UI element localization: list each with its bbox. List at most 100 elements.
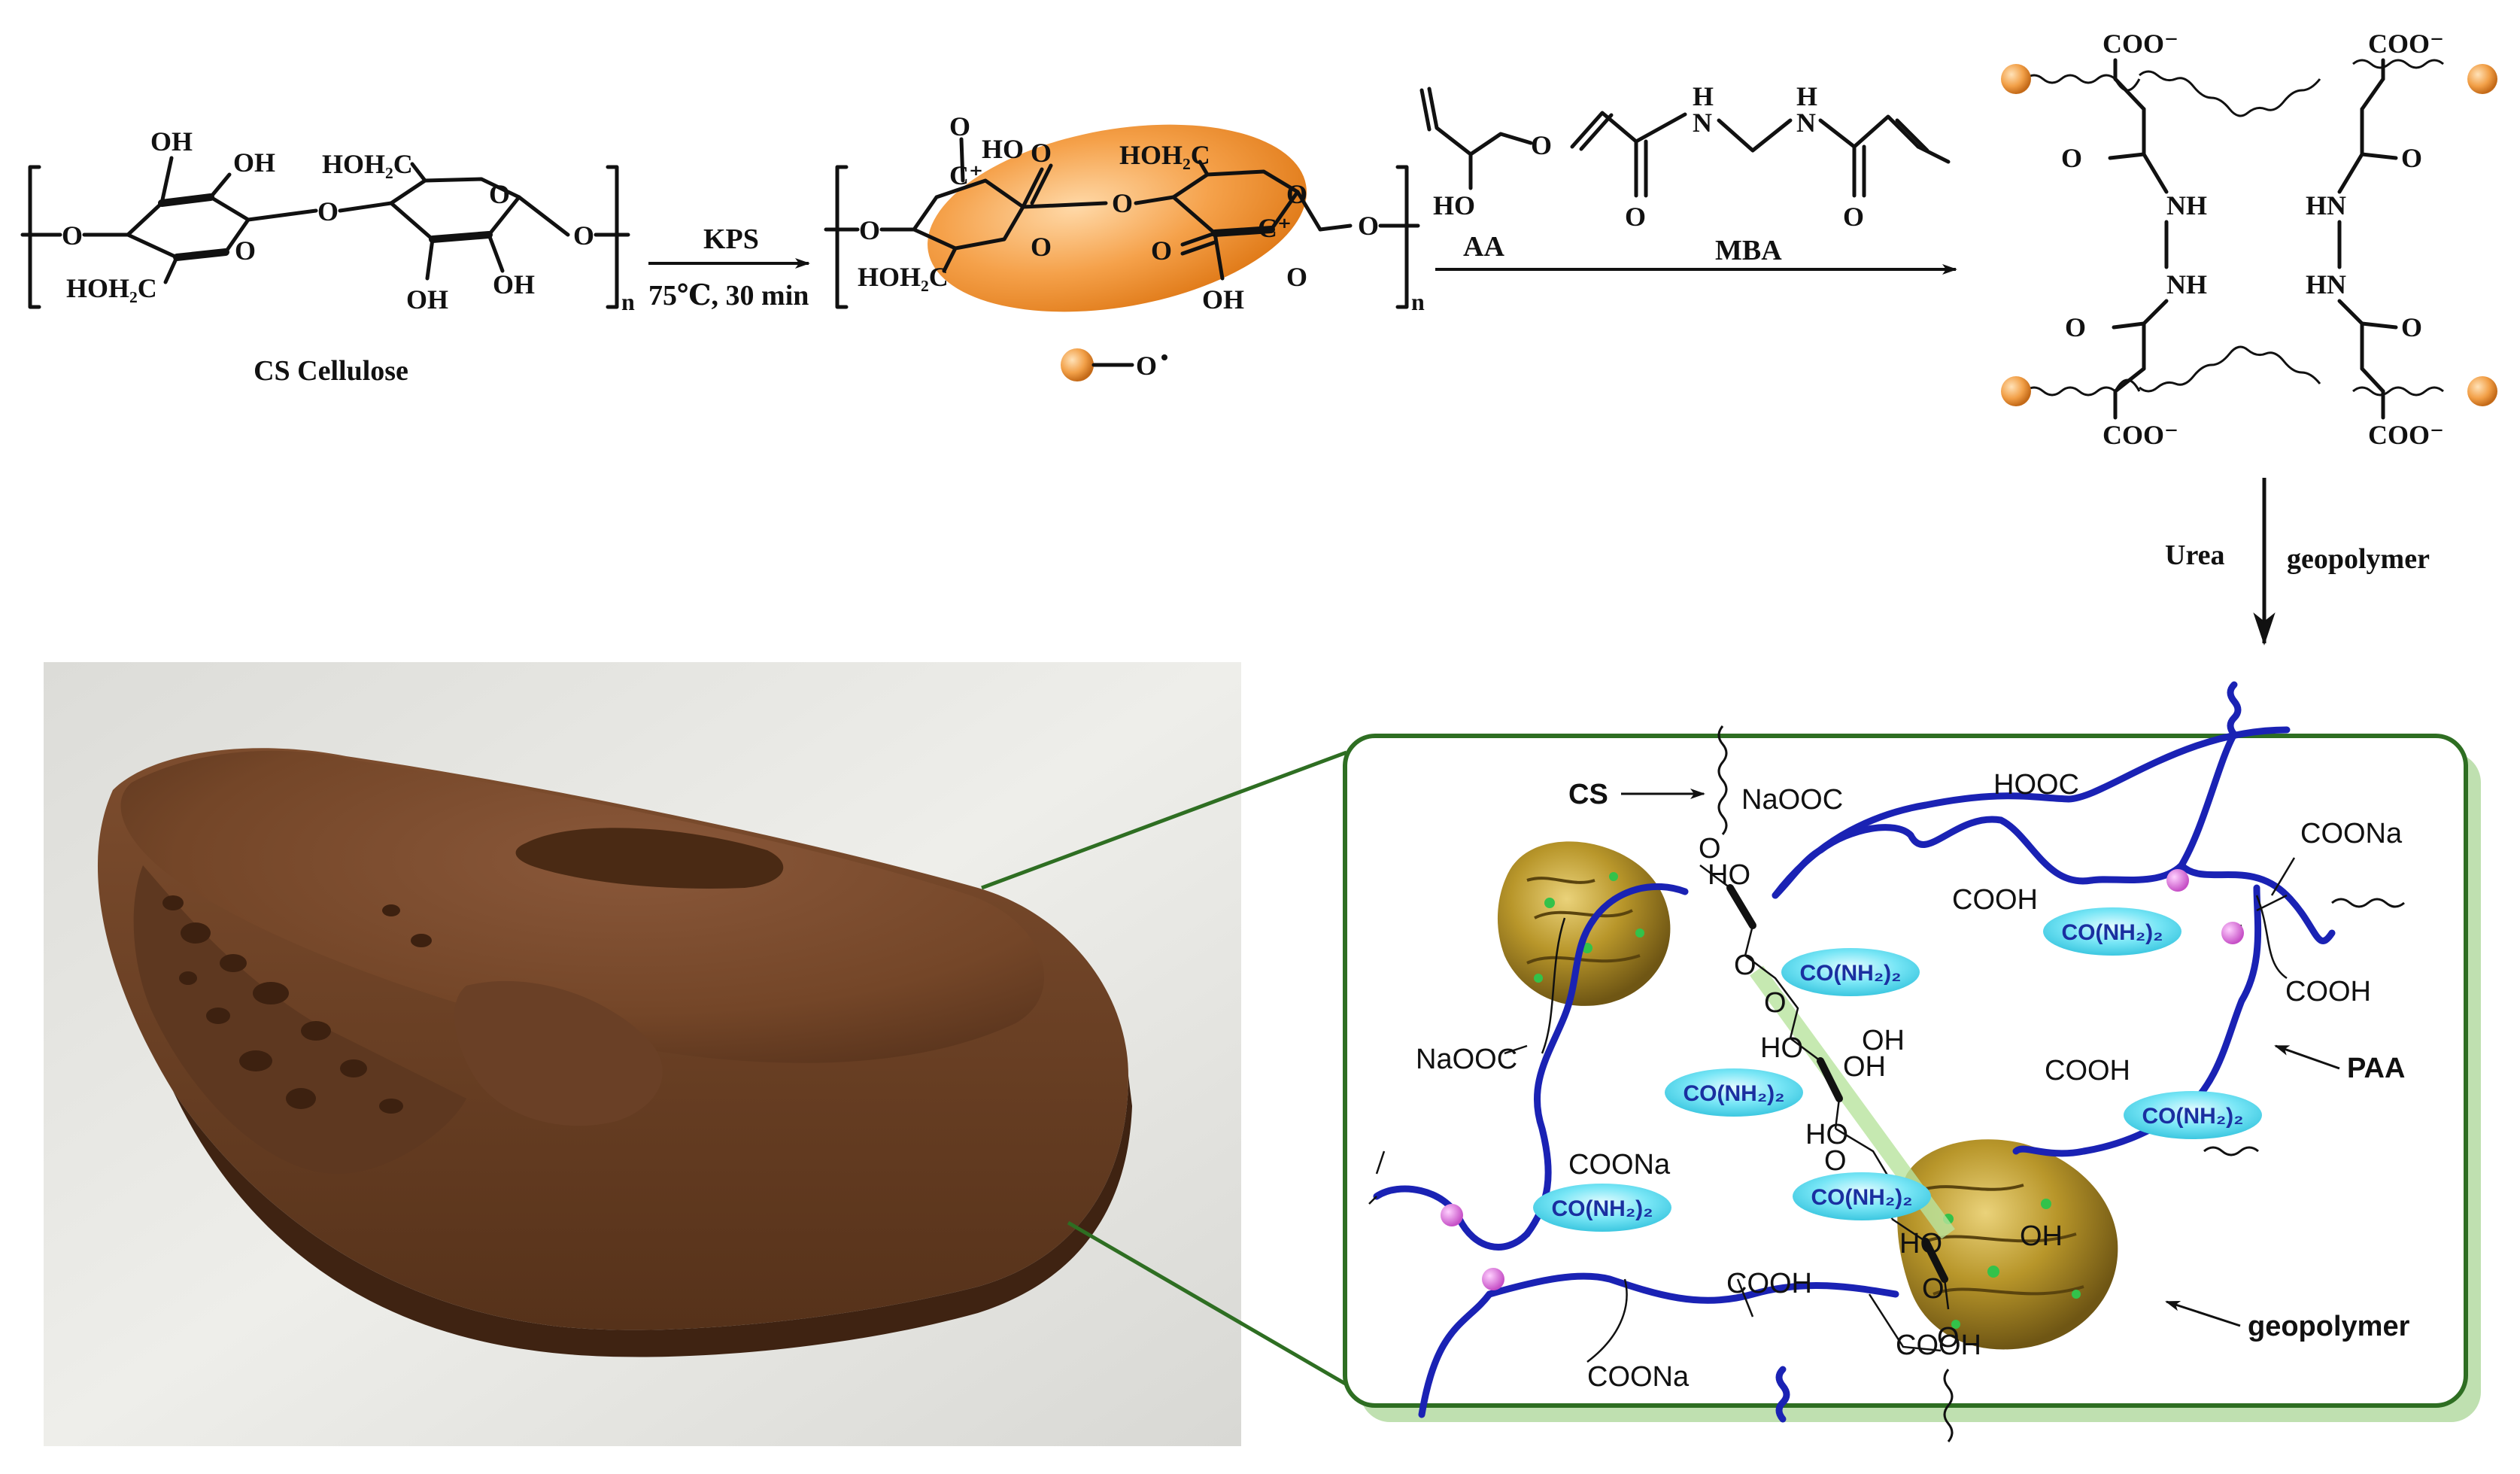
svg-text:HN: HN <box>2306 190 2346 220</box>
geopolymer-particle <box>1897 1139 2118 1350</box>
sample-top-surface <box>120 750 1045 1063</box>
svg-text:NaOOC: NaOOC <box>1416 1044 1517 1075</box>
step3-arrow: Urea geopolymer <box>2165 478 2430 646</box>
svg-text:O: O <box>1734 950 1756 981</box>
radical-legend: O <box>1136 351 1157 381</box>
svg-text:COONa: COONa <box>1568 1149 1671 1181</box>
radical-intermediate: n O O C⁺ HO O O HOH₂C O HOH₂C O O OH C⁺ … <box>824 111 1425 381</box>
radical-end-icon <box>2467 64 2497 94</box>
svg-text:COOH: COOH <box>2045 1055 2130 1087</box>
svg-text:NH: NH <box>2166 269 2207 299</box>
svg-text:O: O <box>1699 833 1721 865</box>
sample-flap <box>454 980 663 1126</box>
svg-text:O: O <box>1824 1145 1847 1177</box>
svg-text:O: O <box>1531 130 1552 160</box>
svg-text:O: O <box>1937 1322 1960 1354</box>
urea-molecule: CO(NH₂)₂ <box>2124 1091 2262 1139</box>
svg-text:COONa: COONa <box>1587 1361 1690 1393</box>
svg-text:O: O <box>317 196 339 226</box>
svg-text:HOOC: HOOC <box>1993 769 2079 801</box>
svg-text:COOH: COOH <box>2285 976 2371 1007</box>
repeat-n: n <box>621 288 635 315</box>
sample-pores <box>162 895 432 1114</box>
svg-text:O: O <box>1358 211 1379 241</box>
svg-text:H: H <box>1693 81 1714 111</box>
svg-text:HOH₂C: HOH₂C <box>1119 140 1210 170</box>
svg-text:HOH₂C: HOH₂C <box>66 273 157 303</box>
svg-text:HO: HO <box>1760 1032 1803 1064</box>
svg-text:n: n <box>1411 288 1425 315</box>
sample-photo <box>44 662 1241 1446</box>
svg-text:H: H <box>1796 81 1817 111</box>
svg-text:CO(NH₂)₂: CO(NH₂)₂ <box>1684 1081 1785 1106</box>
radical-end-icon <box>2001 376 2031 406</box>
label-geopolymer: geopolymer <box>2248 1311 2410 1342</box>
svg-text:CO(NH₂)₂: CO(NH₂)₂ <box>2142 1104 2244 1129</box>
radical-end-icon <box>2467 376 2497 406</box>
monomers: HO O O H N H N O AA MBA <box>1419 81 1951 266</box>
svg-text:OH: OH <box>233 147 275 178</box>
crosslink-node <box>1441 1204 1463 1226</box>
svg-text:O: O <box>1286 262 1307 292</box>
svg-text:O: O <box>1843 202 1864 232</box>
step1-arrow: KPS 75℃, 30 min <box>648 223 810 312</box>
svg-text:COONa: COONa <box>2300 818 2403 849</box>
svg-text:CO(NH₂)₂: CO(NH₂)₂ <box>2062 920 2163 945</box>
svg-text:CO(NH₂)₂: CO(NH₂)₂ <box>1800 961 1902 986</box>
label-cs: CS <box>1568 779 1608 810</box>
svg-text:NaOOC: NaOOC <box>1741 784 1843 816</box>
label-paa: PAA <box>2347 1053 2405 1084</box>
svg-text:O: O <box>1031 138 1052 168</box>
svg-text:O: O <box>1112 188 1133 218</box>
urea-molecule: CO(NH₂)₂ <box>1781 948 1920 996</box>
svg-text:HOH₂C: HOH₂C <box>322 149 413 179</box>
urea-molecule: CO(NH₂)₂ <box>1533 1184 1671 1232</box>
svg-text:O: O <box>2065 312 2086 342</box>
reactant-label: CS Cellulose <box>254 355 408 387</box>
crosslink-node <box>1482 1268 1504 1290</box>
paa-chains <box>1368 681 2405 1423</box>
svg-text:OH: OH <box>1843 1051 1886 1083</box>
urea-molecule: CO(NH₂)₂ <box>2043 907 2181 956</box>
step2-reagent-aa: AA <box>1463 231 1504 263</box>
crosslinked-product: COO⁻ COO⁻ COO⁻ COO⁻ O NH NH O O HN HN <box>2001 29 2497 450</box>
svg-text:COOH: COOH <box>1726 1268 1812 1299</box>
svg-text:O: O <box>1151 236 1172 266</box>
sample-crack <box>515 828 784 889</box>
zoom-connector-top <box>981 750 1347 890</box>
radical-sphere-icon <box>1061 348 1094 381</box>
svg-text:OH: OH <box>1202 284 1244 315</box>
svg-text:O: O <box>489 179 510 209</box>
svg-text:O: O <box>1922 1273 1945 1305</box>
step3-reagent-urea: Urea <box>2165 539 2225 571</box>
cellulose-structure: n O O OH OH HOH₂C O O HOH₂C OH OH O CS C… <box>20 126 635 387</box>
svg-text:O: O <box>949 111 970 141</box>
svg-text:O: O <box>1625 202 1646 232</box>
crosslink-node <box>2166 869 2189 892</box>
svg-text:O: O <box>2061 143 2082 173</box>
svg-text:O: O <box>1764 987 1787 1019</box>
svg-text:OH: OH <box>150 126 193 157</box>
svg-text:HO: HO <box>982 134 1024 164</box>
svg-text:OH: OH <box>406 284 448 315</box>
urea-molecule: CO(NH₂)₂ <box>1665 1068 1803 1117</box>
svg-text:O: O <box>573 220 594 251</box>
svg-text:HO: HO <box>1805 1119 1848 1150</box>
svg-text:O: O <box>2401 312 2422 342</box>
svg-text:C⁺: C⁺ <box>1258 213 1292 243</box>
svg-text:COO⁻: COO⁻ <box>2368 29 2444 59</box>
svg-text:HOH₂C: HOH₂C <box>858 262 949 292</box>
svg-text:HN: HN <box>2306 269 2346 299</box>
svg-text:O: O <box>1031 232 1052 262</box>
svg-text:OH: OH <box>493 269 535 299</box>
svg-text:N: N <box>1693 108 1712 138</box>
svg-text:O: O <box>235 236 256 266</box>
svg-text:HO: HO <box>1433 190 1475 220</box>
svg-text:C⁺: C⁺ <box>949 160 983 190</box>
svg-text:O: O <box>62 220 83 251</box>
radical-end-icon <box>2001 64 2031 94</box>
step1-reagent: KPS <box>703 223 759 255</box>
urea-molecule: CO(NH₂)₂ <box>1793 1172 1931 1220</box>
svg-text:CO(NH₂)₂: CO(NH₂)₂ <box>1811 1185 1913 1210</box>
svg-text:COO⁻: COO⁻ <box>2103 29 2178 59</box>
